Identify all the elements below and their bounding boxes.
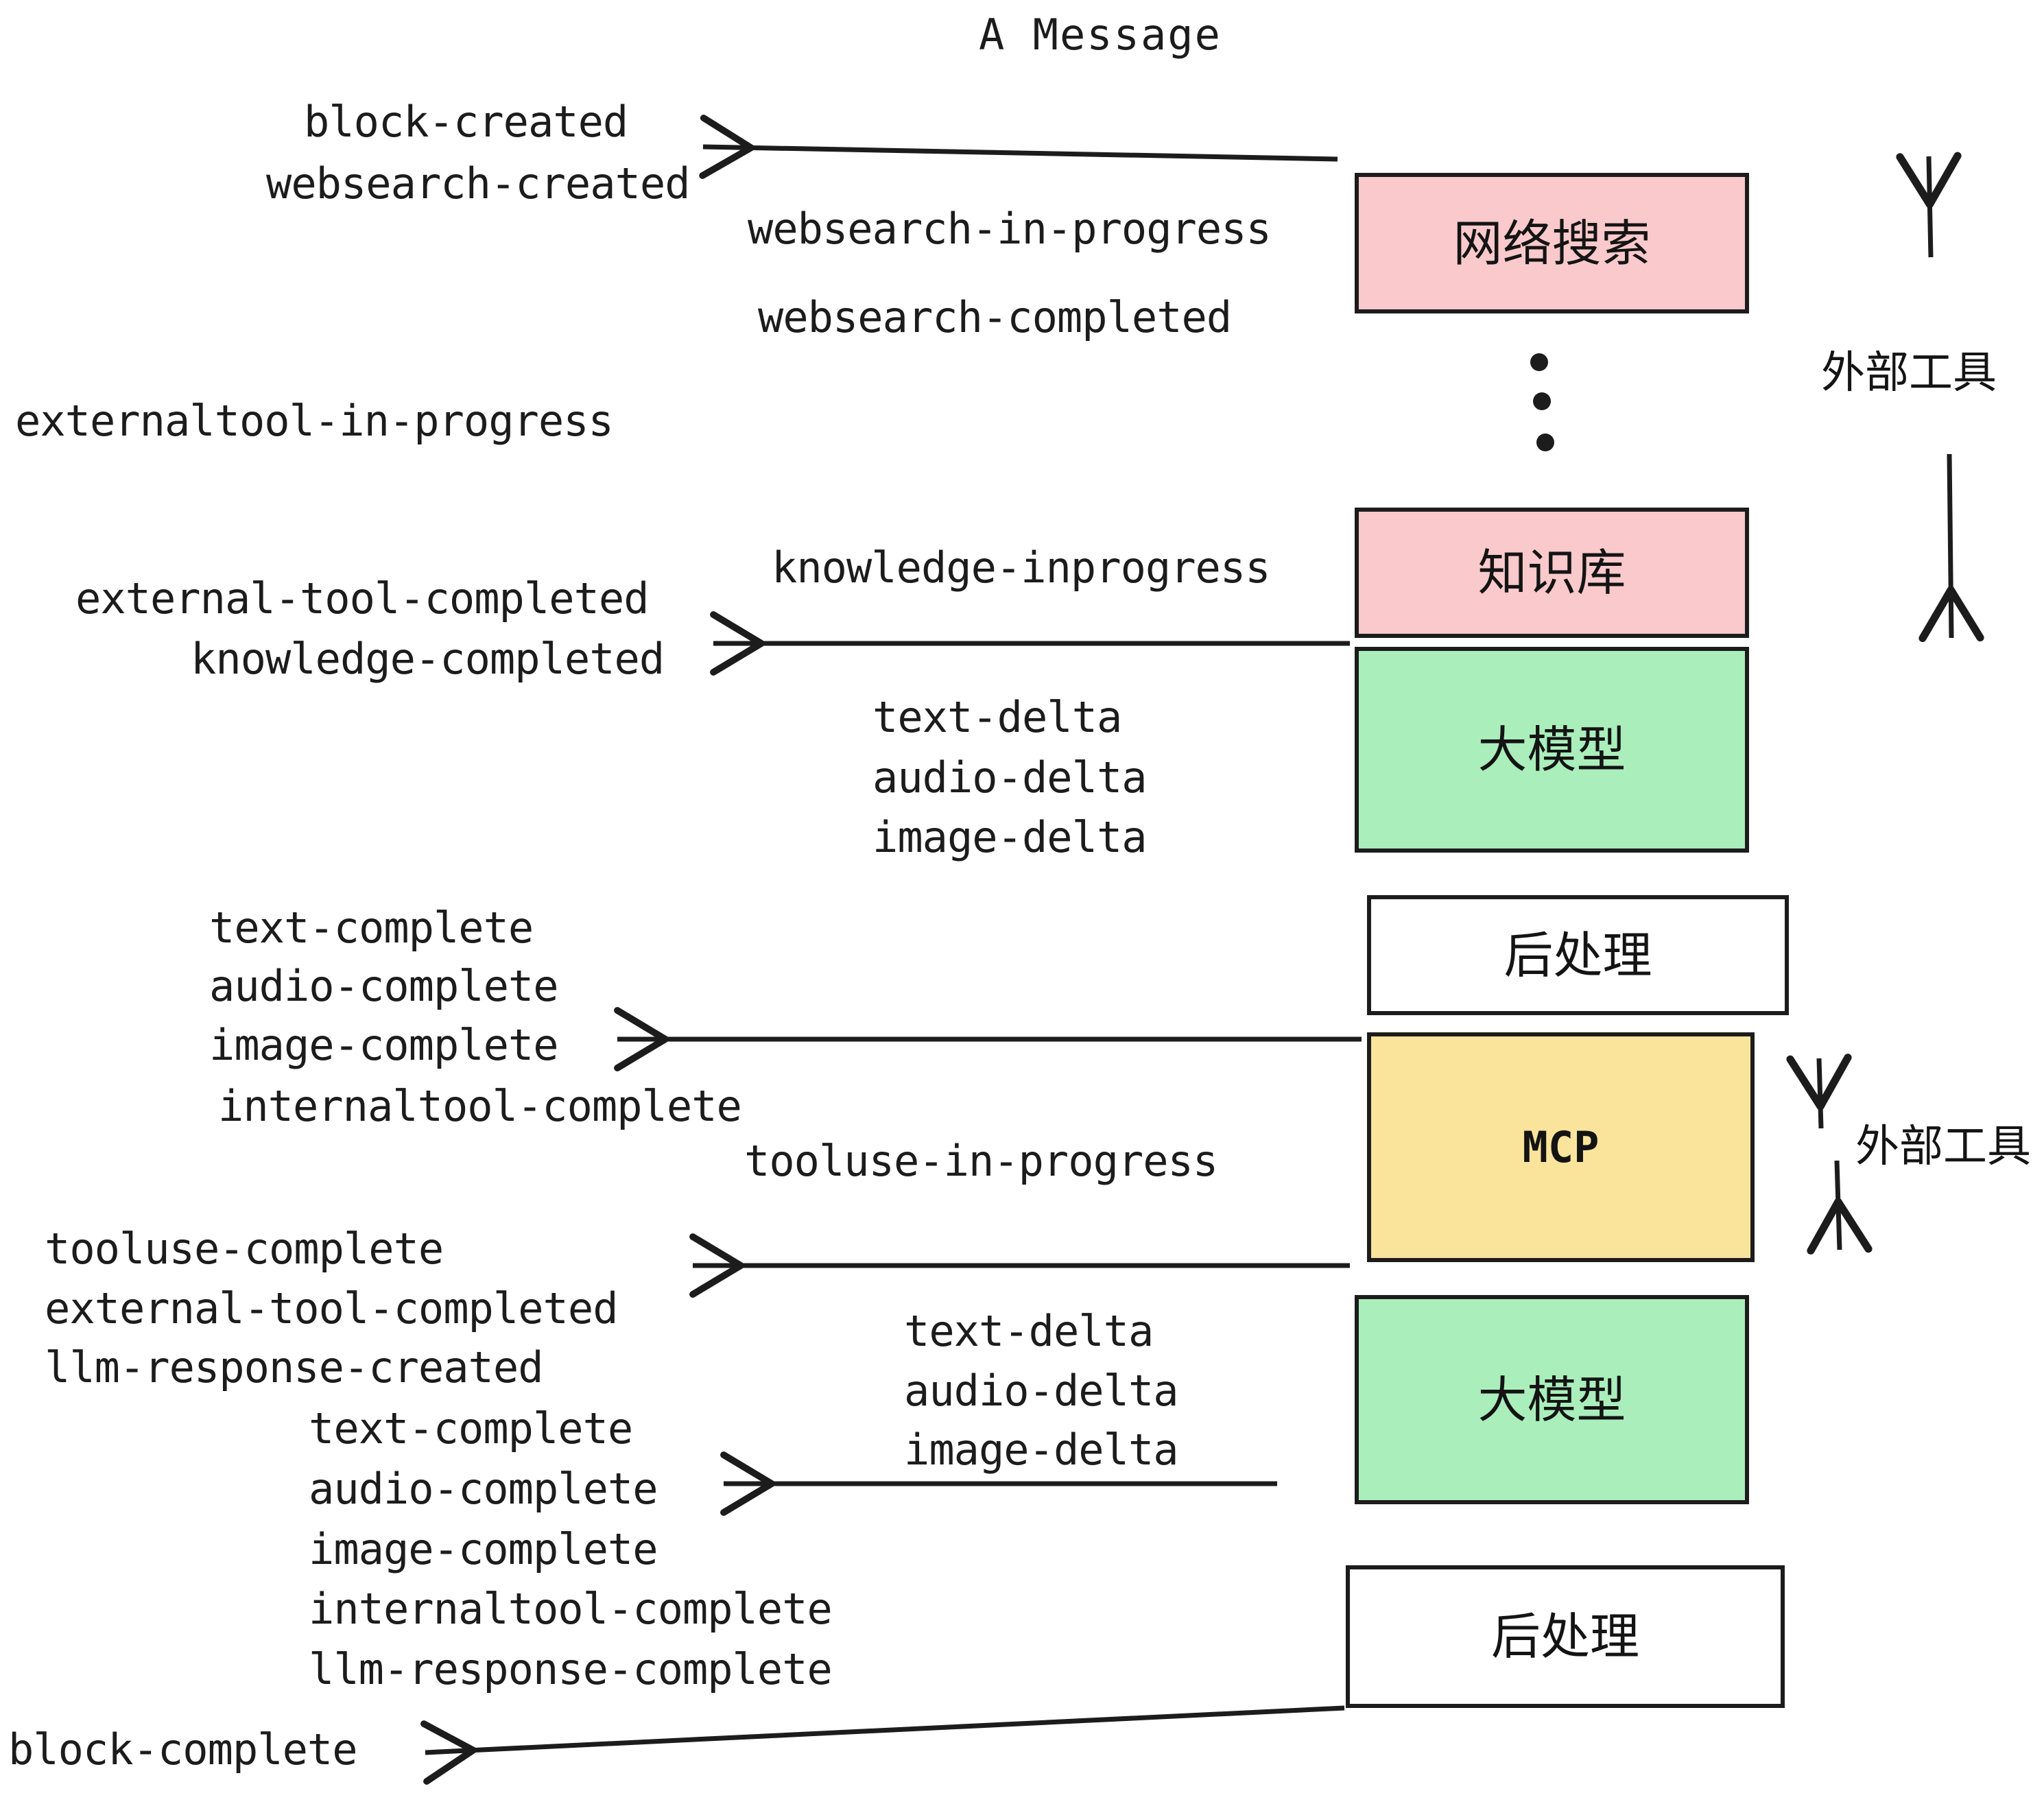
event-label-audio-delta-1: audio-delta xyxy=(872,752,1148,803)
event-label-audio-delta-2: audio-delta xyxy=(904,1366,1179,1416)
event-label-image-delta-1: image-delta xyxy=(872,812,1148,862)
node-knowledge[interactable]: 知识库 xyxy=(1355,508,1749,638)
arrow-external-tools-bottom-up xyxy=(1786,1054,1852,1129)
node-llm-1-label: 大模型 xyxy=(1477,721,1626,779)
side-label-external-tools-top: 外部工具 xyxy=(1821,348,1997,399)
event-label-external-tool-completed-1: external-tool-completed xyxy=(75,573,650,624)
event-label-text-delta-1: text-delta xyxy=(872,692,1122,742)
event-label-text-delta-2: text-delta xyxy=(904,1306,1154,1356)
node-llm-1[interactable]: 大模型 xyxy=(1355,647,1749,853)
event-label-text-complete-1: text-complete xyxy=(209,903,534,953)
event-label-websearch-in-progress: websearch-in-progress xyxy=(748,204,1272,254)
event-label-externaltool-in-progress: externaltool-in-progress xyxy=(15,396,614,446)
arrow-external-tools-top-down xyxy=(1918,453,1984,643)
event-label-block-created: block-created xyxy=(304,97,628,147)
event-label-block-complete: block-complete xyxy=(8,1724,358,1775)
event-label-knowledge-completed: knowledge-completed xyxy=(191,634,665,684)
node-llm-2[interactable]: 大模型 xyxy=(1355,1295,1749,1504)
node-mcp-label: MCP xyxy=(1522,1121,1600,1172)
node-websearch-label: 网络搜索 xyxy=(1453,214,1651,272)
event-label-tooluse-complete: tooluse-complete xyxy=(45,1224,444,1274)
event-label-knowledge-inprogress: knowledge-inprogress xyxy=(772,543,1271,593)
side-label-external-tools-bottom: 外部工具 xyxy=(1855,1121,2031,1172)
event-label-internaltool-complete-1: internaltool-complete xyxy=(218,1081,742,1131)
node-knowledge-label: 知识库 xyxy=(1477,544,1626,602)
arrow-external-tools-bottom-down xyxy=(1807,1160,1873,1255)
event-label-websearch-created: websearch-created xyxy=(266,158,691,209)
event-label-audio-complete-1: audio-complete xyxy=(209,961,559,1011)
event-label-audio-complete-2: audio-complete xyxy=(309,1464,658,1514)
event-label-external-tool-completed-2: external-tool-completed xyxy=(45,1283,619,1333)
arrow-postprocess-2-to-block-complete xyxy=(420,1705,1345,1785)
event-label-llm-response-created: llm-response-created xyxy=(45,1342,544,1392)
event-label-llm-response-complete: llm-response-complete xyxy=(309,1644,833,1694)
ellipsis-dot xyxy=(1536,434,1554,451)
node-postprocess-1[interactable]: 后处理 xyxy=(1367,895,1789,1015)
event-label-text-complete-2: text-complete xyxy=(309,1403,633,1453)
event-label-internaltool-complete-2: internaltool-complete xyxy=(309,1584,833,1634)
event-label-image-delta-2: image-delta xyxy=(904,1425,1179,1475)
node-postprocess-1-label: 后处理 xyxy=(1504,926,1652,984)
node-postprocess-2-label: 后处理 xyxy=(1490,1608,1639,1665)
node-mcp[interactable]: MCP xyxy=(1367,1032,1755,1262)
node-postprocess-2[interactable]: 后处理 xyxy=(1346,1565,1785,1708)
page-title: A Message xyxy=(979,10,1222,60)
ellipsis-dot xyxy=(1530,353,1548,371)
event-label-websearch-completed: websearch-completed xyxy=(758,292,1232,342)
event-label-image-complete-2: image-complete xyxy=(309,1524,658,1574)
node-websearch[interactable]: 网络搜索 xyxy=(1355,173,1749,313)
arrow-websearch-to-block-created xyxy=(699,115,1338,179)
arrow-external-tools-top-up xyxy=(1896,152,1962,258)
event-label-image-complete-1: image-complete xyxy=(209,1020,559,1070)
event-label-tooluse-in-progress: tooluse-in-progress xyxy=(744,1136,1218,1186)
node-llm-2-label: 大模型 xyxy=(1477,1370,1626,1429)
ellipsis-dot xyxy=(1533,392,1551,410)
